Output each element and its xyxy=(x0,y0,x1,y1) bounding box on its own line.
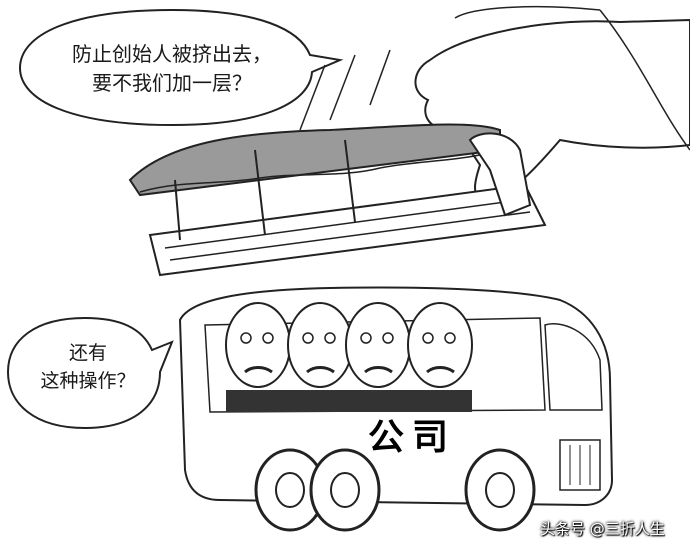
passenger-head xyxy=(407,302,473,412)
passenger-head xyxy=(287,302,353,412)
passenger-head xyxy=(345,302,411,412)
wheel xyxy=(254,448,326,532)
speech-bubble-top xyxy=(18,8,344,127)
bus-company-label: 公司 xyxy=(368,417,457,458)
bus-wheels xyxy=(254,448,536,532)
speech-text-left: 还有 这种操作？ xyxy=(18,340,158,395)
speech-line: 防止创始人被挤出去， xyxy=(72,42,272,66)
speech-line: 还有 xyxy=(68,342,107,364)
speech-line: 要不我们加一层？ xyxy=(92,71,252,95)
watermark-text: 头条号 @三折人生 xyxy=(540,520,665,538)
speech-line: 这种操作？ xyxy=(40,369,136,392)
wheel xyxy=(464,448,536,532)
bus-roof-extension xyxy=(128,123,547,277)
wheel xyxy=(309,448,381,532)
speech-text-top: 防止创始人被挤出去， 要不我们加一层？ xyxy=(52,40,292,98)
passengers xyxy=(225,302,473,412)
passenger-head xyxy=(225,302,291,412)
speech-bubble-left xyxy=(6,316,174,430)
